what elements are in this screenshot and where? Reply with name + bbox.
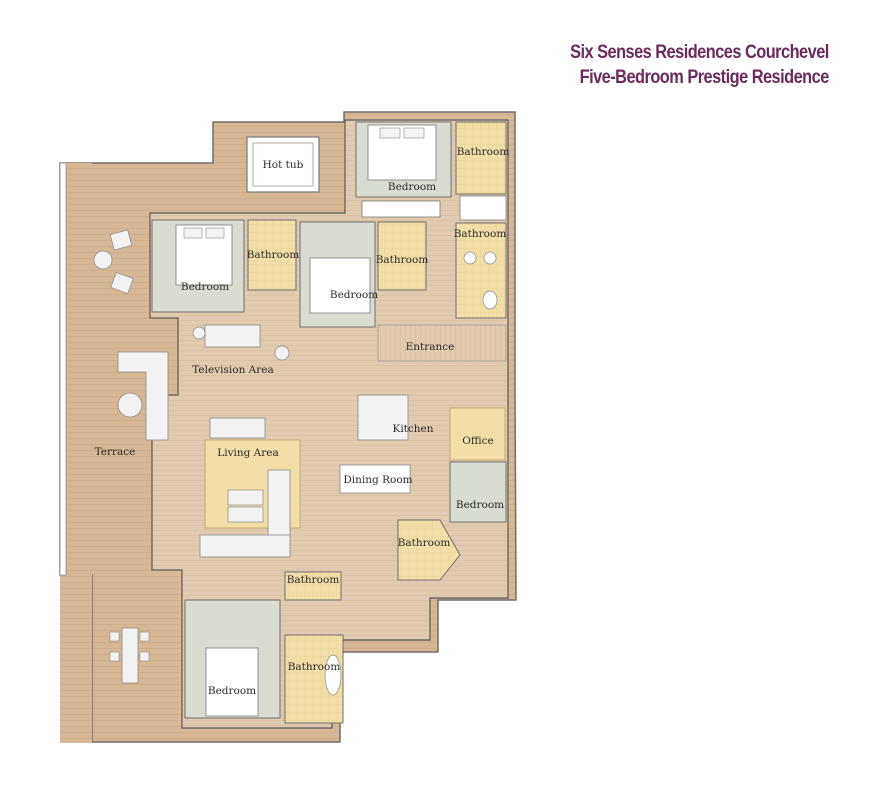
heading-line-1: Six Senses Residences Courchevel (570, 42, 829, 63)
room-label-office: Office (462, 435, 494, 447)
room-label-bedroom-right: Bedroom (456, 499, 504, 511)
room-label-terrace: Terrace (95, 446, 136, 458)
room-bathroom-center: Bathroom (376, 221, 429, 291)
room-bathroom-left: Bathroom (247, 219, 300, 291)
room-bathroom-lower-center: Bathroom (284, 571, 342, 601)
room-label-bedroom-center: Bedroom (330, 289, 378, 301)
room-office: Office (449, 407, 506, 461)
room-label-bathroom-lower-right: Bathroom (398, 537, 451, 549)
room-bedroom-bottom: Bedroom (184, 599, 281, 719)
page-heading: Six Senses Residences Courchevel Five-Be… (528, 40, 829, 90)
room-bedroom-right: Bedroom (449, 461, 507, 523)
room-bathroom-top-right: Bathroom (455, 121, 510, 221)
hot-tub: Hot tub (246, 136, 320, 193)
room-bedroom-center: Bedroom (299, 221, 378, 328)
room-label-entrance: Entrance (406, 341, 455, 353)
room-label-hot-tub: Hot tub (263, 159, 304, 171)
room-dining-room: Dining Room (339, 464, 413, 494)
room-bedroom-top-right: Bedroom (355, 121, 452, 198)
room-television-area: Television Area (192, 324, 290, 376)
room-label-television-area: Television Area (192, 364, 274, 376)
room-bathroom-lower-left: Bathroom (284, 634, 344, 724)
room-entrance: Entrance (377, 324, 507, 362)
room-label-bathroom-center: Bathroom (376, 254, 429, 266)
room-bathroom-right: Bathroom (454, 222, 507, 319)
room-bathroom-lower-right: Bathroom (397, 519, 461, 581)
room-label-kitchen: Kitchen (392, 423, 433, 435)
room-bedroom-left: Bedroom (151, 219, 245, 313)
room-label-dining-room: Dining Room (343, 474, 412, 486)
room-label-bathroom-left: Bathroom (247, 249, 300, 261)
room-label-bathroom-lower-left: Bathroom (288, 661, 341, 673)
wardrobe-top (361, 200, 441, 218)
room-label-bathroom-right: Bathroom (454, 228, 507, 240)
terrace-furniture: Terrace (93, 229, 169, 684)
room-kitchen: Kitchen (357, 394, 434, 441)
heading-line-2: Five-Bedroom Prestige Residence (579, 67, 830, 88)
room-label-bedroom-left: Bedroom (181, 281, 229, 293)
terrace-rail (59, 162, 67, 576)
room-label-bathroom-lower-center: Bathroom (287, 574, 340, 586)
room-label-bedroom-top-right: Bedroom (388, 181, 436, 193)
room-label-bathroom-top-right: Bathroom (457, 146, 510, 158)
room-label-bedroom-bottom: Bedroom (208, 685, 256, 697)
room-label-living-area: Living Area (217, 447, 279, 459)
room-living-area: Living Area (199, 417, 301, 558)
